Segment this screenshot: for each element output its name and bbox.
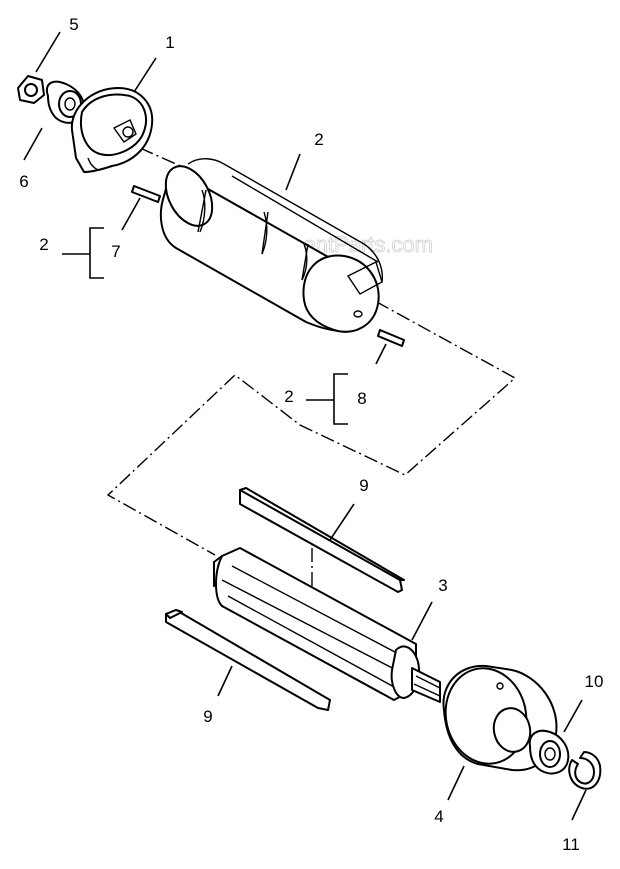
pin-part-8: [377, 329, 405, 347]
pin-part-7: [131, 185, 161, 203]
end-plate-part-1: [70, 87, 154, 173]
callout-2-bracket-7: 2: [39, 235, 48, 254]
rotor-part-3: [213, 547, 441, 703]
callout-5: 5: [69, 15, 78, 34]
vane-part-9-top: [239, 487, 405, 593]
callout-9-bottom: 9: [203, 707, 212, 726]
hex-nut-part-5: [17, 75, 45, 104]
callout-1: 1: [165, 33, 174, 52]
callout-6: 6: [19, 172, 28, 191]
callout-4: 4: [434, 807, 443, 826]
callout-7: 7: [111, 242, 120, 261]
cylinder-housing-part-2: [159, 158, 383, 333]
callout-8: 8: [357, 389, 366, 408]
bearing-part-10: [528, 729, 570, 775]
callout-3: 3: [438, 576, 447, 595]
assembly-centerlines: [106, 147, 517, 590]
retaining-ring-part-11: [568, 751, 602, 790]
callout-10: 10: [585, 672, 604, 691]
bracket-8: [306, 373, 348, 425]
callout-9-top: 9: [359, 476, 368, 495]
bracket-7: [62, 227, 104, 279]
vane-part-9-bottom: [165, 609, 331, 711]
callout-2-bracket-8: 2: [284, 387, 293, 406]
callout-2-top: 2: [314, 130, 323, 149]
leader-lines: [23, 31, 587, 821]
callout-11: 11: [562, 835, 580, 854]
